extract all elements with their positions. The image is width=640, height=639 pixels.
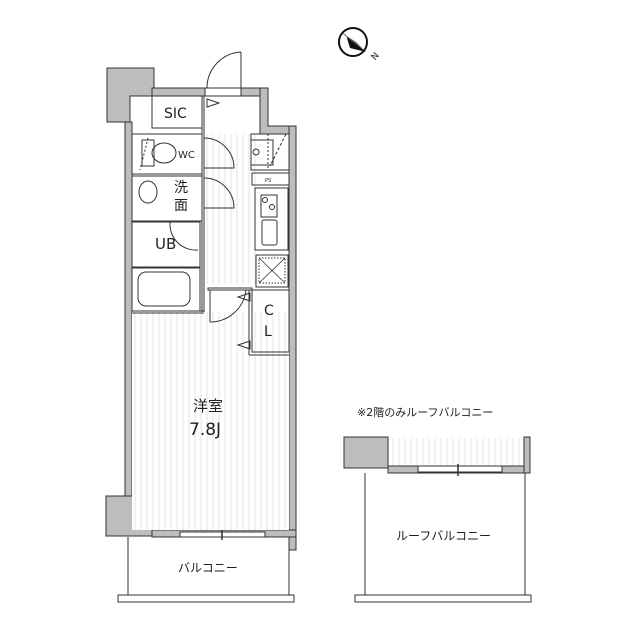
toilet-icon bbox=[139, 137, 177, 171]
roof-balcony bbox=[343, 436, 532, 603]
north-arrow-icon: N bbox=[338, 27, 382, 63]
balcony-label: バルコニー bbox=[178, 561, 238, 575]
bathtub-icon bbox=[137, 271, 191, 307]
room-label-closet-2: L bbox=[264, 324, 272, 340]
closet-door-mark-icon bbox=[236, 340, 251, 350]
ub-door-swing bbox=[169, 221, 199, 251]
interior-partitions bbox=[131, 95, 290, 356]
door-mark-icon bbox=[206, 98, 221, 108]
room-size-western: 7.8J bbox=[189, 420, 221, 440]
roof-balcony-label: ルーフバルコニー bbox=[396, 529, 491, 543]
western-room-floor bbox=[132, 312, 289, 530]
kitchen-fixtures: PS bbox=[250, 133, 287, 284]
room-label-western: 洋室 bbox=[193, 397, 223, 415]
wc-door-swing bbox=[203, 137, 235, 169]
balcony bbox=[117, 537, 295, 603]
pipe-space-label: PS bbox=[265, 178, 271, 184]
washroom-door-swing bbox=[203, 177, 235, 209]
room-label-wash-2: 面 bbox=[174, 198, 188, 214]
room-door-swing bbox=[209, 289, 247, 323]
washbasin-icon bbox=[138, 180, 158, 204]
corridor-floor bbox=[204, 134, 256, 284]
room-label-wc: WC bbox=[178, 150, 195, 161]
room-label-closet-1: C bbox=[264, 303, 274, 319]
balcony-window bbox=[179, 530, 266, 540]
room-label-sic: SIC bbox=[164, 106, 187, 122]
room-label-ub: UB bbox=[155, 235, 176, 253]
room-label-wash-1: 洗 bbox=[174, 180, 188, 196]
compass-label: N bbox=[370, 51, 382, 63]
entry-door bbox=[204, 51, 242, 97]
roof-note: ※2階のみルーフバルコニー bbox=[357, 405, 493, 419]
